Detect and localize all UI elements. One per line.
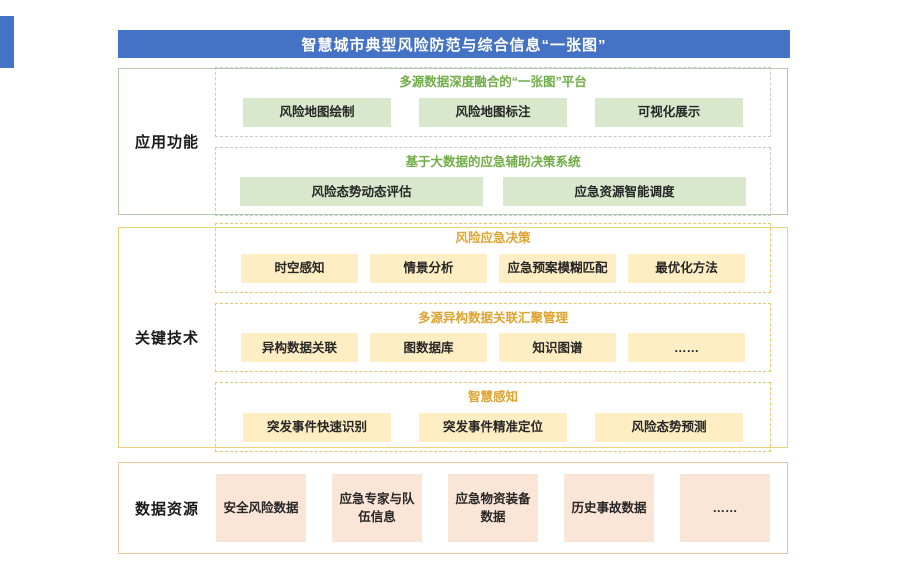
section-application-functions: 应用功能多源数据深度融合的“一张图”平台风险地图绘制风险地图标注可视化展示基于大… bbox=[118, 66, 788, 217]
item-box: 突发事件快速识别 bbox=[243, 412, 391, 442]
item-box: 知识图谱 bbox=[499, 333, 616, 363]
item-box: 图数据库 bbox=[370, 333, 487, 363]
item-box: 异构数据关联 bbox=[241, 333, 358, 363]
section-content-key-technologies: 风险应急决策时空感知情景分析应急预案模糊匹配最优化方法多源异构数据关联汇聚管理异… bbox=[215, 223, 787, 452]
section-content-data-resources: 安全风险数据应急专家与队伍信息应急物资装备数据历史事故数据 …… bbox=[215, 463, 787, 553]
item-box: 时空感知 bbox=[241, 253, 358, 283]
item-row: 突发事件快速识别突发事件精准定位风险态势预测 bbox=[216, 412, 770, 442]
group-box: 基于大数据的应急辅助决策系统风险态势动态评估应急资源智能调度 bbox=[215, 146, 771, 217]
item-box: 应急物资装备数据 bbox=[448, 474, 538, 542]
section-label-data-resources: 数据资源 bbox=[134, 500, 199, 518]
group-title: 智慧感知 bbox=[467, 390, 518, 405]
group-box: 多源异构数据关联汇聚管理异构数据关联图数据库知识图谱 …… bbox=[215, 302, 771, 373]
item-box: 风险地图标注 bbox=[419, 97, 567, 127]
item-box: 可视化展示 bbox=[595, 97, 743, 127]
group-title: 多源异构数据关联汇聚管理 bbox=[417, 310, 568, 325]
item-box: 应急预案模糊匹配 bbox=[499, 253, 616, 283]
section-key-technologies: 关键技术风险应急决策时空感知情景分析应急预案模糊匹配最优化方法多源异构数据关联汇… bbox=[118, 223, 788, 452]
section-data-resources: 数据资源安全风险数据应急专家与队伍信息应急物资装备数据历史事故数据 …… bbox=[118, 462, 788, 554]
item-box: 应急资源智能调度 bbox=[503, 177, 746, 207]
group-box: 智慧感知突发事件快速识别突发事件精准定位风险态势预测 bbox=[215, 382, 771, 452]
item-box: 情景分析 bbox=[370, 253, 487, 283]
diagram-title: 智慧城市典型风险防范与综合信息“一张图” bbox=[301, 36, 607, 54]
item-row: 安全风险数据应急专家与队伍信息应急物资装备数据历史事故数据 …… bbox=[215, 474, 771, 542]
item-box: 风险态势预测 bbox=[595, 412, 743, 442]
item-row: 时空感知情景分析应急预案模糊匹配最优化方法 bbox=[216, 253, 770, 283]
slide-accent-bar bbox=[0, 16, 14, 68]
item-box: 最优化方法 bbox=[628, 253, 745, 283]
section-label-application-functions: 应用功能 bbox=[134, 134, 199, 151]
item-box: 历史事故数据 bbox=[564, 474, 654, 542]
section-label-key-technologies: 关键技术 bbox=[134, 330, 199, 347]
item-box: …… bbox=[680, 474, 770, 542]
group-title: 基于大数据的应急辅助决策系统 bbox=[405, 154, 581, 169]
group-title: 风险应急决策 bbox=[455, 231, 531, 246]
diagram-title-bar: 智慧城市典型风险防范与综合信息“一张图” bbox=[118, 30, 790, 58]
item-box: 风险地图绘制 bbox=[243, 97, 391, 127]
item-row: 风险地图绘制风险地图标注可视化展示 bbox=[216, 97, 770, 127]
item-box: 应急专家与队伍信息 bbox=[332, 474, 422, 542]
item-row: 异构数据关联图数据库知识图谱 …… bbox=[216, 333, 770, 363]
group-box: 多源数据深度融合的“一张图”平台风险地图绘制风险地图标注可视化展示 bbox=[215, 66, 771, 137]
item-box: 突发事件精准定位 bbox=[419, 412, 567, 442]
item-box: 风险态势动态评估 bbox=[240, 177, 483, 207]
section-content-application-functions: 多源数据深度融合的“一张图”平台风险地图绘制风险地图标注可视化展示基于大数据的应… bbox=[215, 66, 787, 217]
item-row: 风险态势动态评估应急资源智能调度 bbox=[216, 177, 770, 207]
item-box: …… bbox=[628, 333, 745, 363]
group-title: 多源数据深度融合的“一张图”平台 bbox=[399, 74, 587, 89]
item-box: 安全风险数据 bbox=[216, 474, 306, 542]
group-box: 风险应急决策时空感知情景分析应急预案模糊匹配最优化方法 bbox=[215, 223, 771, 293]
